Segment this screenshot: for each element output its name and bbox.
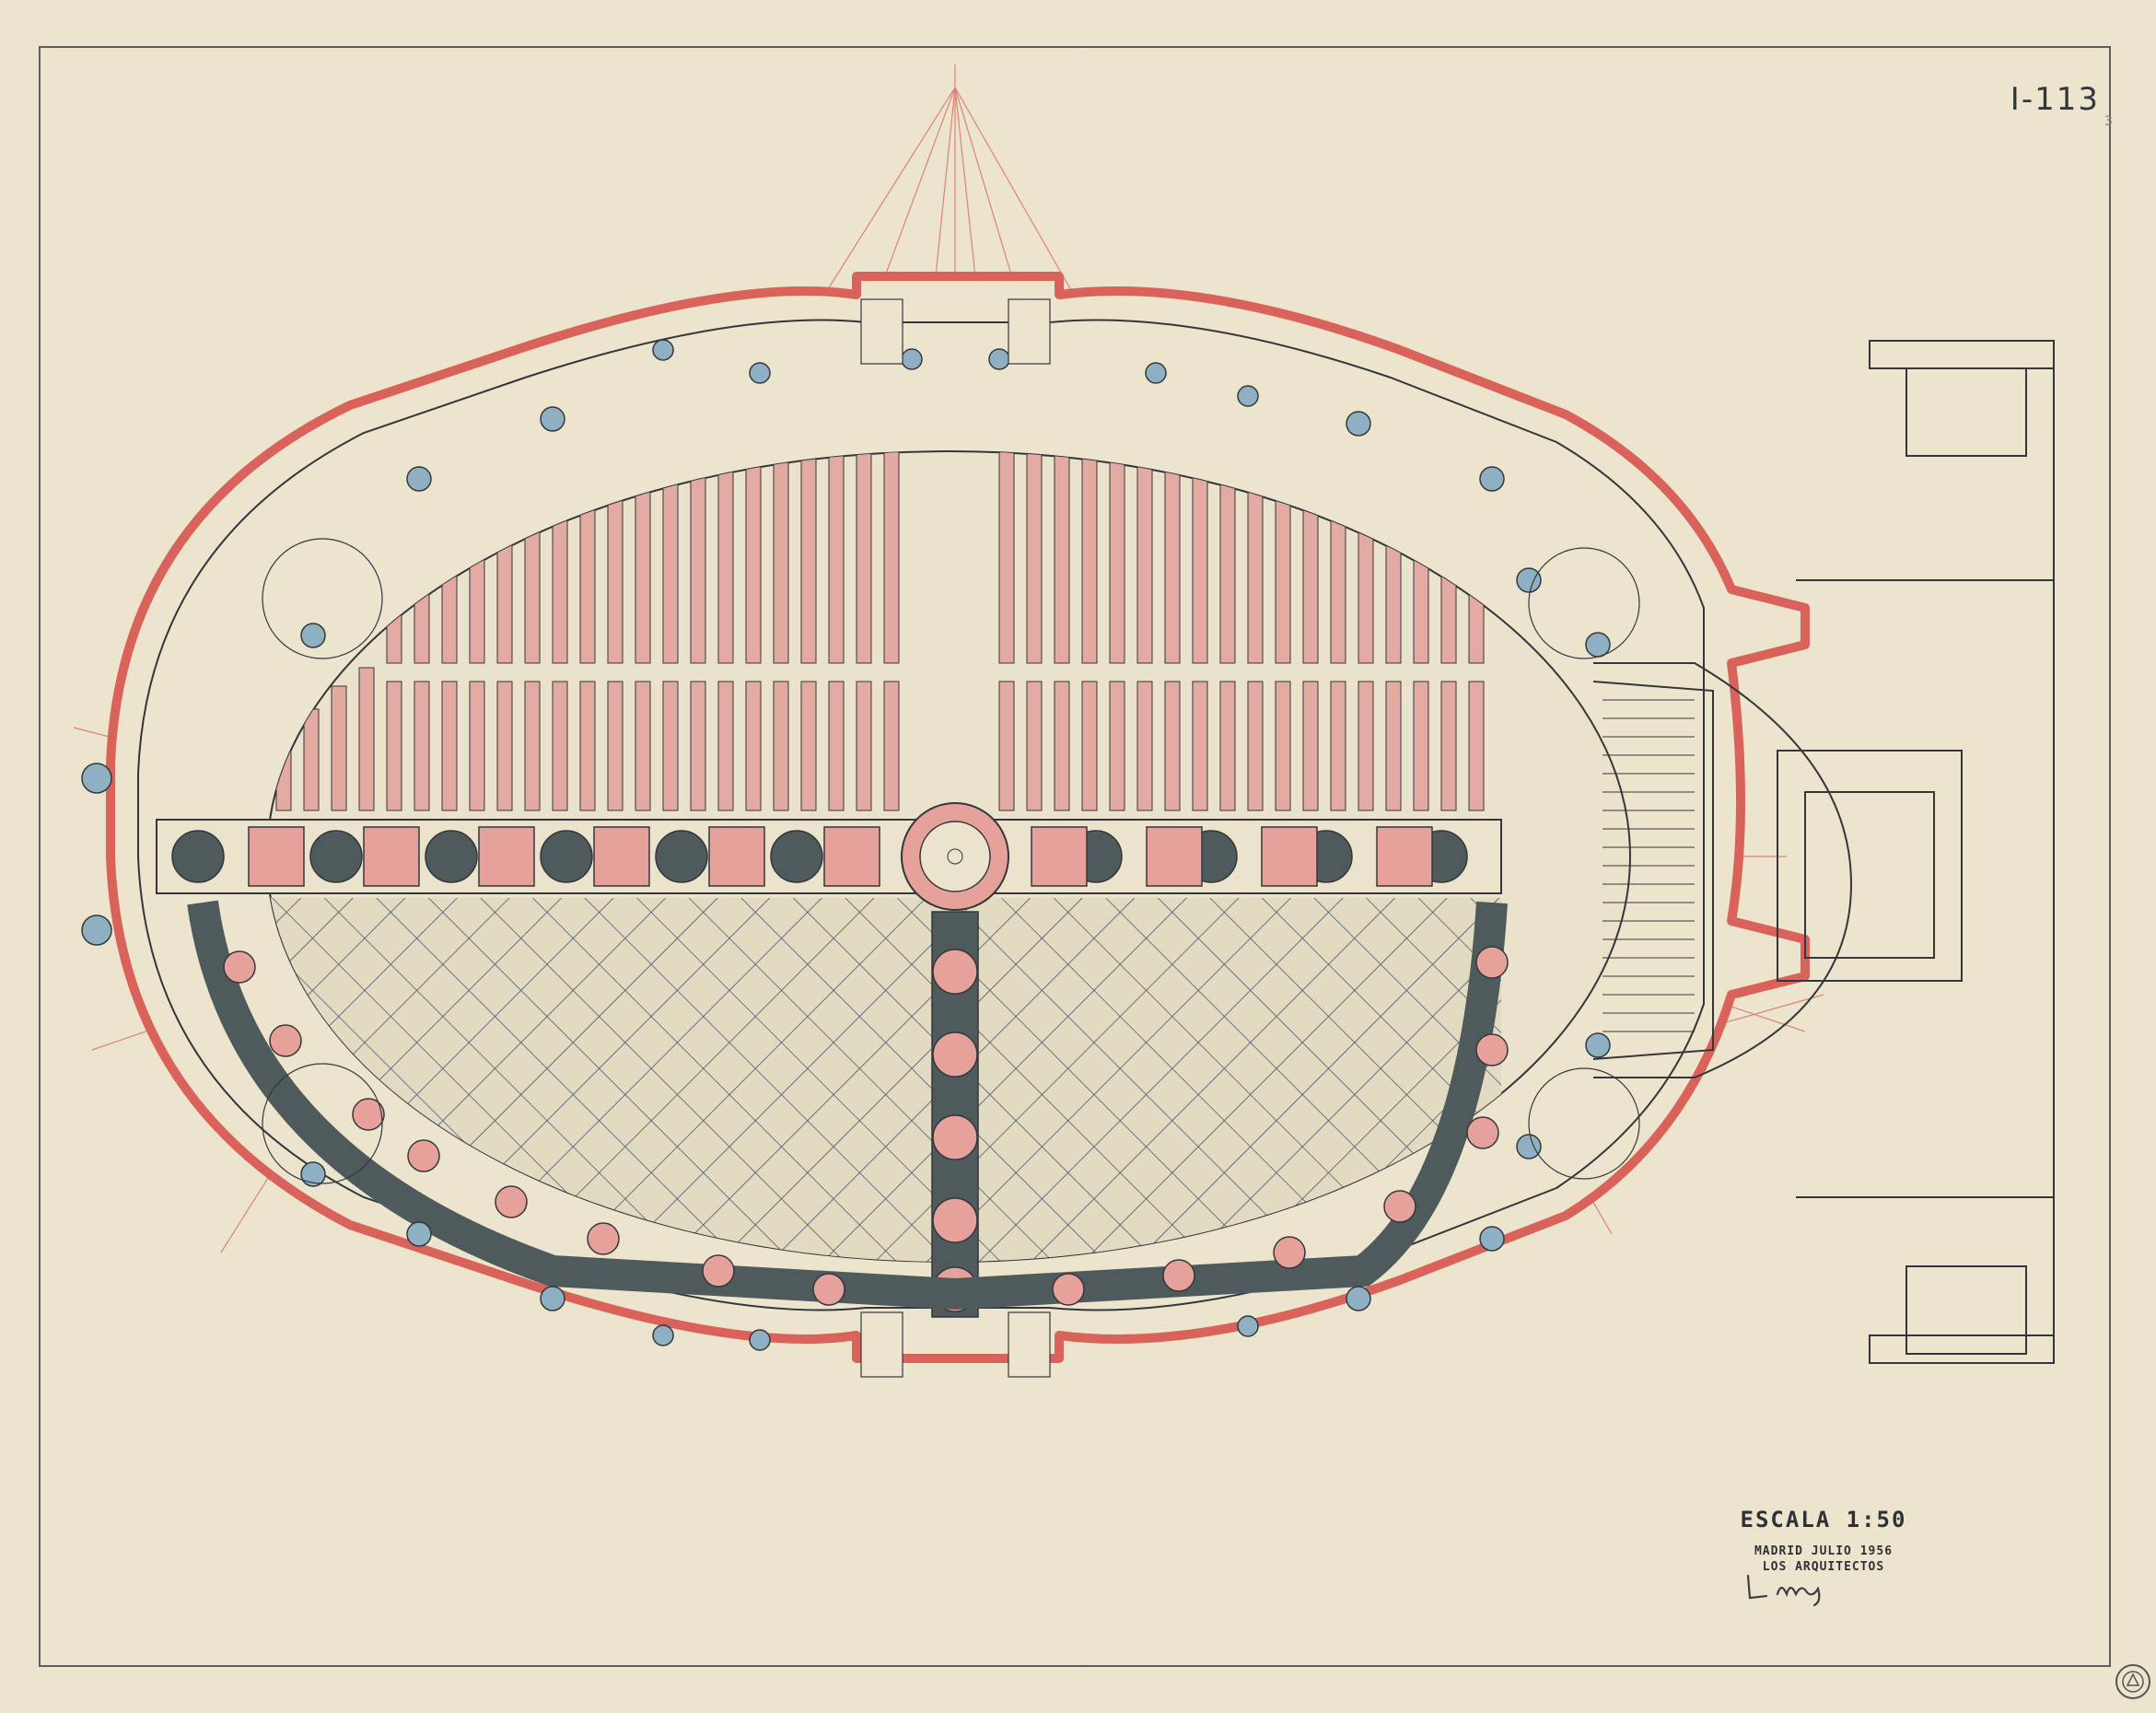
central-band: [156, 802, 1502, 911]
central-aisle: [931, 911, 979, 1318]
title-block: ESCALA 1:50 MADRID JULIO 1956 LOS ARQUIT…: [1685, 1507, 1962, 1575]
columns: [81, 339, 1611, 1351]
date-line: MADRID JULIO 1956: [1754, 1544, 1894, 1558]
ring-medallions: [223, 946, 1509, 1306]
signature-icon: [1746, 1574, 1821, 1607]
scale-label: ESCALA 1:50: [1740, 1507, 1907, 1532]
stage-wing: [1592, 340, 2055, 1364]
seating-rows: [267, 451, 1501, 1262]
staircases: [262, 298, 1640, 1378]
archive-seal-icon: [2115, 1664, 2150, 1699]
architects-line: LOS ARQUITECTOS: [1762, 1560, 1885, 1574]
drawing-frame: [39, 46, 2111, 1667]
lower-ring: [187, 900, 1508, 1311]
corner-mark: 3: [2104, 114, 2113, 129]
sheet-number: I-113: [2010, 81, 2100, 118]
